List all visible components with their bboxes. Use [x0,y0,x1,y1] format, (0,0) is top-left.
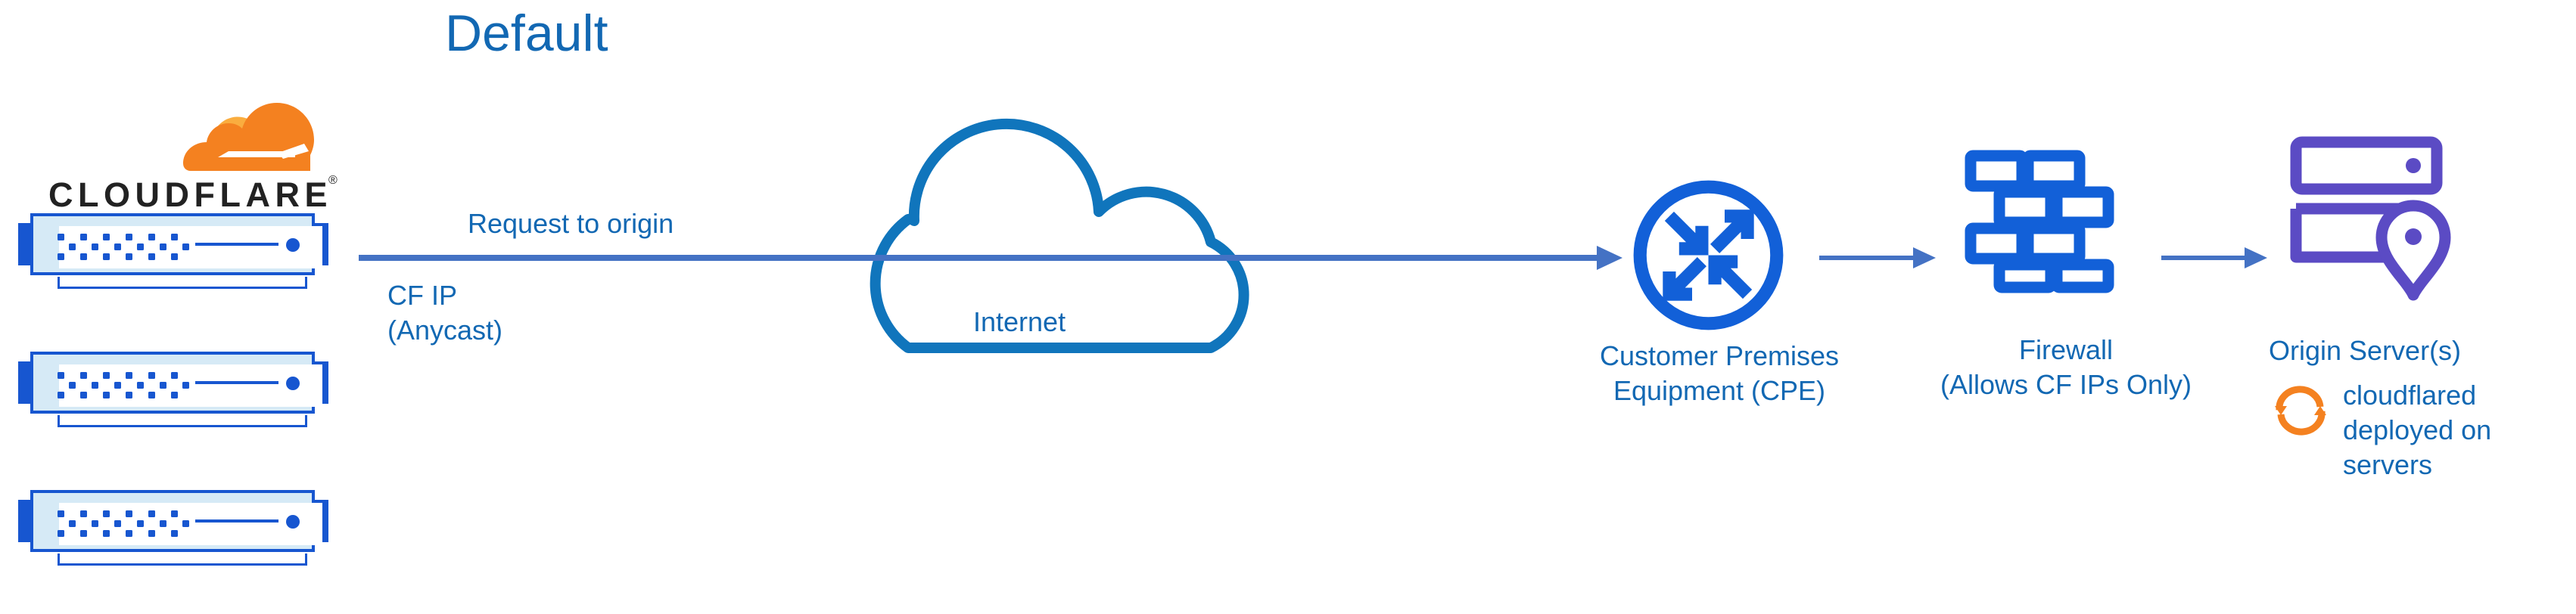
rack-faceplate [59,226,322,268]
cloudflared-note-line-2: deployed on [2343,414,2492,445]
rack-power-indicator [286,515,300,529]
firewall-label: Firewall (Allows CF IPs Only) [1899,333,2232,402]
rack-status-line [195,381,278,384]
origin-server-label: Origin Server(s) [2269,335,2462,366]
cloudflare-edge-server-rack-2 [15,352,328,431]
firewall-node [1965,150,2116,293]
cf-ip-anycast-label: CF IP (Anycast) [387,278,502,348]
firewall-to-origin-arrow-head [2245,247,2267,268]
cloudflare-edge-server-rack-3 [15,490,328,569]
cloudflared-note-line-1: cloudflared [2343,380,2477,411]
rack-power-indicator [286,238,300,252]
request-flow-arrow-head [1597,246,1622,270]
cf-ip-line-1: CF IP [387,280,458,311]
rack-power-indicator [286,377,300,390]
router-four-arrows-icon [1633,180,1784,330]
cpe-label-line-2: Equipment (CPE) [1613,375,1826,406]
cpe-label: Customer Premises Equipment (CPE) [1560,339,1878,408]
origin-server-node [2290,136,2472,306]
rack-faceplate [59,503,322,545]
server-location-pin-icon [2290,136,2451,301]
cloudflare-edge-server-rack-1 [15,213,328,293]
cpe-router-node [1627,174,1790,336]
rack-faceplate [59,364,322,407]
rack-rail [58,277,307,289]
cloudflare-wordmark: CLOUDFLARE [48,175,332,214]
cloudflare-logo: CLOUDFLARE ® [23,98,348,214]
cloudflared-note-line-3: servers [2343,449,2433,480]
sync-arrows-icon [2275,386,2326,436]
cloudflare-cloud-logo-icon [183,103,314,171]
firewall-to-origin-arrow-line [2161,256,2251,260]
rack-rail [58,554,307,566]
rack-rail [58,415,307,427]
brick-wall-icon [1965,150,2114,293]
rack-status-line [195,243,278,246]
firewall-label-line-1: Firewall [2018,334,2113,365]
registered-mark: ® [328,174,338,187]
cpe-to-firewall-arrow-head [1913,247,1936,268]
cpe-to-firewall-arrow-line [1819,256,1919,260]
page-title: Default [445,5,608,62]
request-flow-arrow-line [359,255,1615,261]
cloudflared-note-label: cloudflared deployed on servers [2343,378,2491,482]
firewall-label-line-2: (Allows CF IPs Only) [1940,369,2192,400]
cloudflared-sync-node [2270,382,2331,439]
cf-ip-line-2: (Anycast) [387,315,503,346]
request-to-origin-label: Request to origin [468,208,674,239]
internet-label: Internet [973,306,1066,337]
cpe-label-line-1: Customer Premises [1599,340,1840,371]
rack-status-line [195,519,278,523]
rack-chassis [30,352,322,414]
